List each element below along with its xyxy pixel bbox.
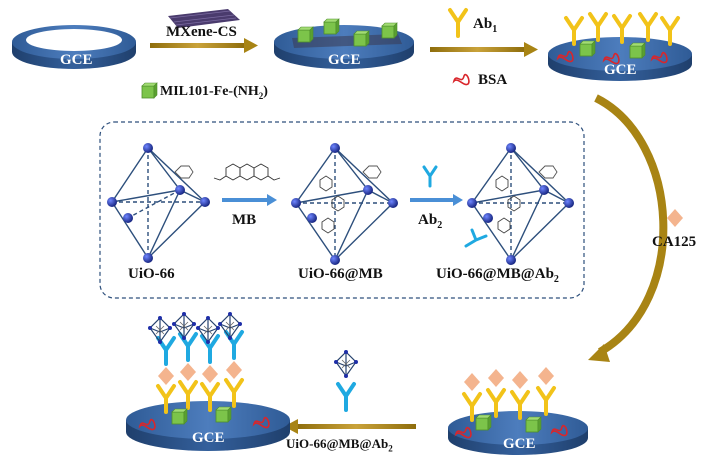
gce-label-3: GCE bbox=[604, 62, 637, 78]
bsa-legend-icon bbox=[453, 73, 470, 86]
ab2-inset-icon bbox=[422, 165, 438, 188]
gce-label-5: GCE bbox=[192, 430, 225, 446]
uio66-mb-ab2-octahedron bbox=[471, 146, 571, 262]
electrode-ca125 bbox=[448, 411, 588, 455]
mxene-cs-label: MXene-CS bbox=[166, 24, 237, 40]
inset-arrow-mb bbox=[222, 194, 277, 206]
probe-inset-sub: 2 bbox=[553, 274, 559, 285]
uio66-mb-label: UiO-66@MB bbox=[298, 266, 383, 282]
step1-arrow bbox=[150, 38, 258, 53]
probe-inset-text: UiO-66@MB@Ab bbox=[436, 266, 554, 282]
gce-label-4: GCE bbox=[503, 436, 536, 452]
electrode-bare bbox=[12, 25, 136, 69]
final-probe-sub: 2 bbox=[388, 443, 393, 454]
ca125-legend-icon bbox=[667, 209, 683, 227]
probe-inset-label: UiO-66@MB@Ab2 bbox=[436, 266, 559, 285]
final-probe-label: UiO-66@MB@Ab2 bbox=[286, 436, 393, 454]
final-probe-text: UiO-66@MB@Ab bbox=[286, 436, 389, 451]
mof-legend-label: MIL101-Fe-(NH2) bbox=[160, 84, 268, 101]
uio66-label: UiO-66 bbox=[128, 266, 175, 282]
uio66-mb-ab2-nodes bbox=[467, 143, 574, 265]
gce-label-2: GCE bbox=[328, 52, 361, 68]
ca125-label: CA125 bbox=[652, 234, 697, 250]
ab1-text: Ab bbox=[473, 16, 493, 32]
uio66-mb-nodes bbox=[291, 143, 398, 265]
probe-legend-icon bbox=[333, 349, 359, 412]
ab2-inset-text: Ab bbox=[418, 212, 438, 228]
mxene-sheet-icon bbox=[168, 9, 240, 28]
ab1-legend-icon bbox=[448, 8, 468, 38]
inset-box bbox=[99, 121, 585, 299]
mof-legend-sub: 2 bbox=[258, 90, 264, 101]
ab2-inset-sub: 2 bbox=[437, 220, 443, 231]
mof-legend-cube-icon bbox=[141, 82, 158, 99]
step3-curved-arrow bbox=[588, 94, 668, 362]
ab2-attached-icon bbox=[464, 228, 488, 248]
uio66-mb-octahedron bbox=[295, 146, 395, 262]
mb-molecule-icon bbox=[213, 163, 281, 181]
bsa-label: BSA bbox=[478, 72, 508, 88]
mb-label: MB bbox=[232, 212, 257, 228]
mof-legend-close: ) bbox=[263, 84, 268, 99]
ab2-inset-label: Ab2 bbox=[418, 212, 442, 231]
ab1-label: Ab1 bbox=[473, 16, 497, 35]
uio66-nodes bbox=[107, 143, 210, 263]
gce-label-1: GCE bbox=[60, 52, 93, 68]
inset-arrow-ab2 bbox=[410, 194, 463, 206]
step2-arrow bbox=[430, 42, 538, 57]
step4-arrow bbox=[284, 419, 416, 434]
uio66-octahedron bbox=[111, 146, 207, 260]
ab1-sub: 1 bbox=[492, 24, 498, 35]
mof-legend-text: MIL101-Fe-(NH bbox=[160, 84, 259, 99]
